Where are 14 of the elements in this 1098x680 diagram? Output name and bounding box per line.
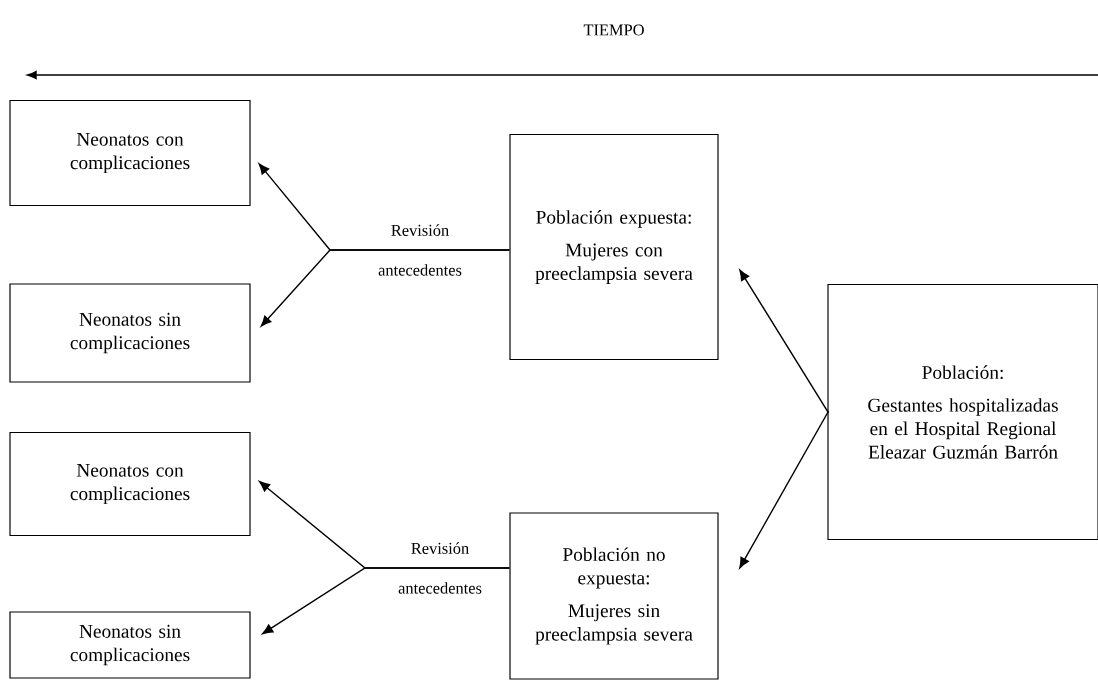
text-box: Población no expuesta: Mujeres sin preeclampsia severa	[509, 512, 719, 680]
arrow	[260, 249, 511, 327]
edge-label: Revisión antecedentes	[378, 224, 462, 276]
text-box: Población expuesta: Mujeres con preeclampsia severa	[509, 133, 719, 361]
text-box: Neonatos sin complicaciones	[9, 283, 251, 383]
text-box: Neonatos sin complicaciones	[9, 611, 251, 679]
arrow	[739, 411, 830, 569]
arrow	[262, 567, 511, 635]
axis-label: TIEMPO	[583, 24, 644, 36]
text-box: Neonatos con complicaciones	[9, 431, 251, 537]
text-box: Neonatos con complicaciones	[9, 99, 251, 207]
arrow	[739, 269, 830, 413]
text-box: Población: Gestantes hospitalizadas en el Hospital Regional Eleazar Guzmán Barrón	[827, 283, 1098, 541]
edge-label: Revisión antecedentes	[398, 542, 482, 594]
